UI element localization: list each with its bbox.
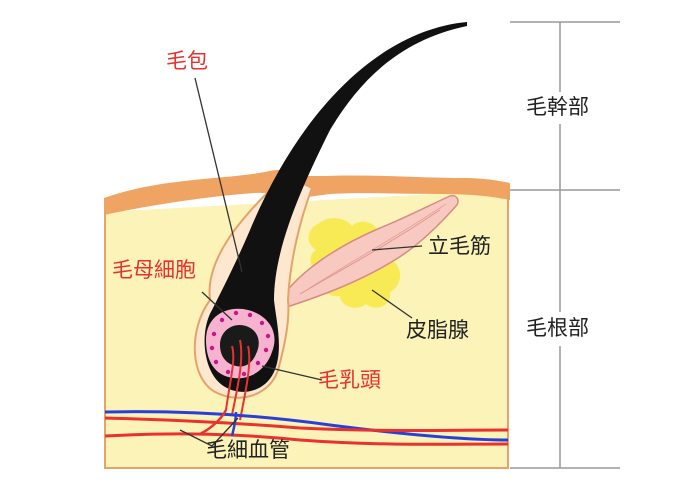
hair-shaft bbox=[204, 22, 467, 392]
label-root-part: 毛根部 bbox=[526, 316, 589, 340]
label-sebaceous-gland: 皮脂腺 bbox=[406, 318, 469, 342]
capillary-blue bbox=[104, 410, 509, 442]
leader-gland bbox=[371, 289, 413, 319]
skin-dermis bbox=[105, 190, 508, 468]
label-papilla: 毛乳頭 bbox=[318, 368, 381, 392]
capillary-red-lower bbox=[104, 432, 509, 446]
leader-arrector bbox=[371, 245, 423, 251]
leader-capillary-2 bbox=[211, 417, 239, 447]
leader-matrix bbox=[201, 291, 233, 321]
descending-vessels bbox=[199, 409, 238, 437]
leader-capillary-1 bbox=[179, 429, 213, 447]
papilla-vessels bbox=[225, 339, 251, 421]
skin-outline bbox=[104, 190, 509, 469]
leader-follicle bbox=[194, 77, 243, 273]
leader-papilla bbox=[261, 365, 323, 381]
leader-lines bbox=[179, 77, 423, 447]
label-matrix-cells: 毛母細胞 bbox=[112, 258, 196, 282]
label-shaft-part: 毛幹部 bbox=[526, 95, 589, 119]
region-scale bbox=[510, 21, 620, 469]
label-capillary: 毛細血管 bbox=[206, 438, 290, 462]
label-arrector-pili: 立毛筋 bbox=[428, 234, 491, 258]
capillary-red-upper bbox=[104, 416, 509, 432]
label-follicle: 毛包 bbox=[166, 49, 208, 73]
matrix-cell-dots bbox=[209, 310, 271, 377]
